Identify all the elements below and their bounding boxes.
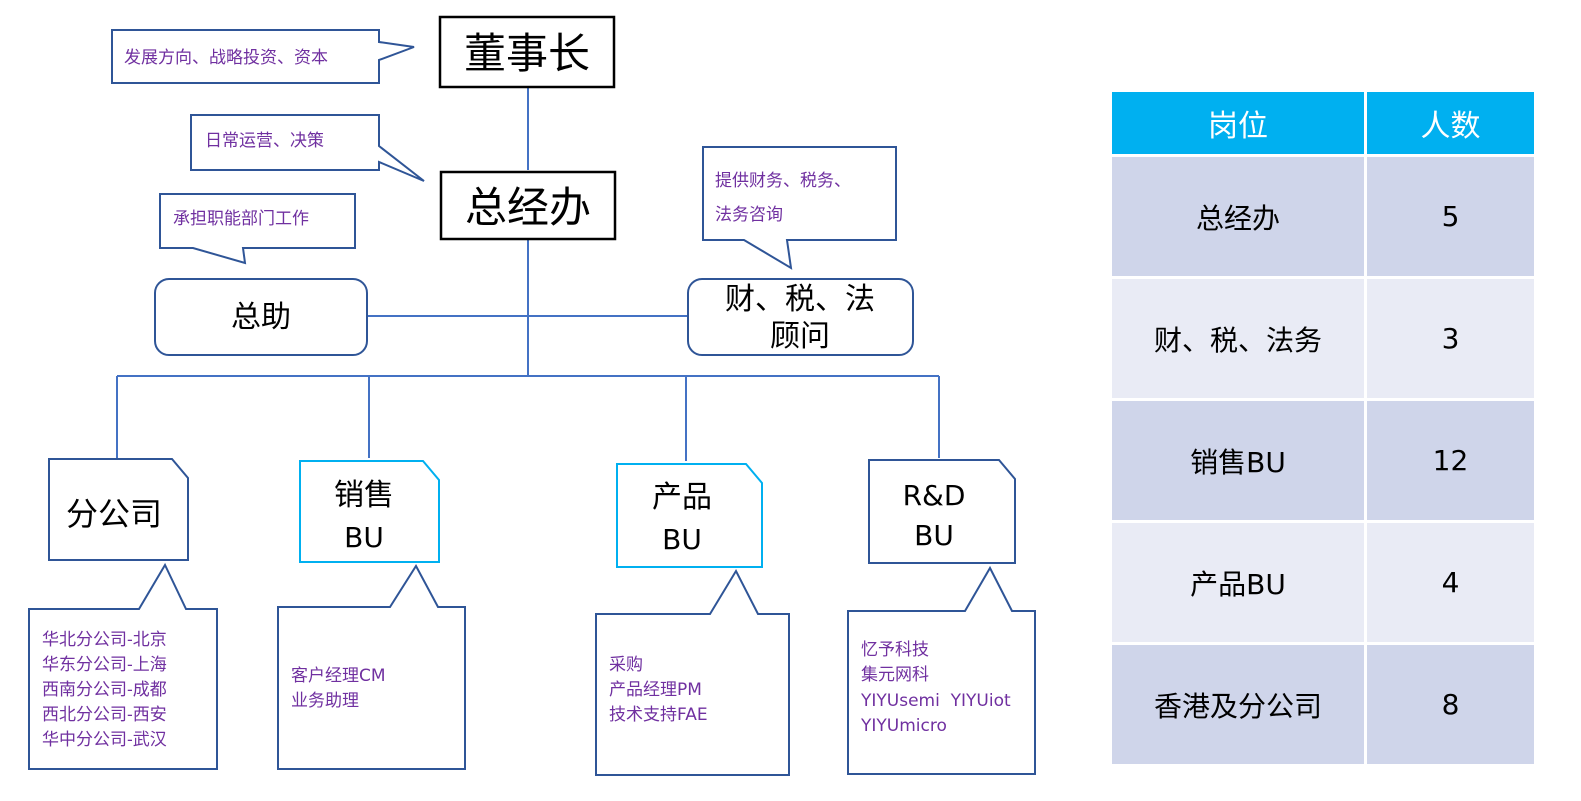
- dept-product-bu: 产品 BU: [616, 463, 763, 568]
- table-row: 总经办 5: [1112, 157, 1534, 276]
- product-item: 产品经理PM: [609, 680, 702, 700]
- branch-item: 华北分公司-北京: [42, 630, 167, 650]
- assistant-label: 总助: [231, 300, 291, 335]
- cell-count: 5: [1367, 157, 1534, 276]
- dept-rd-label-line1: R&D: [903, 479, 966, 512]
- advisors-note-line1: 提供财务、税务、: [715, 171, 851, 191]
- chairman-note-text: 发展方向、战略投资、资本: [124, 48, 328, 68]
- advisors-note: 提供财务、税务、 法务咨询: [702, 146, 897, 270]
- dept-branch: 分公司: [48, 458, 189, 561]
- dept-sales-label-line2: BU: [344, 521, 384, 554]
- cell-count: 8: [1367, 645, 1534, 764]
- advisors-note-line2: 法务咨询: [715, 205, 783, 225]
- cell-position: 财、税、法务: [1112, 279, 1364, 398]
- gm-office-note: 日常运营、决策: [190, 114, 425, 182]
- rd-item: YIYUmicro: [860, 716, 947, 736]
- rd-item: YIYUsemi YIYUiot: [860, 691, 1011, 711]
- chairman-note: 发展方向、战略投资、资本: [111, 29, 415, 84]
- header-position: 岗位: [1112, 92, 1364, 154]
- cell-count: 3: [1367, 279, 1534, 398]
- table-row: 产品BU 4: [1112, 523, 1534, 642]
- dept-branch-note: 华北分公司-北京 华东分公司-上海 西南分公司-成都 西北分公司-西安 华中分公…: [28, 562, 218, 770]
- headcount-table: 岗位 人数 总经办 5 财、税、法务 3 销售BU 12 产品BU 4 香港及分…: [1109, 89, 1537, 767]
- org-chart: 董事长 发展方向、战略投资、资本 总经办 日常运营、决策 承担职能部门工作 总助…: [28, 15, 1036, 776]
- table-row: 财、税、法务 3: [1112, 279, 1534, 398]
- cell-position: 总经办: [1112, 157, 1364, 276]
- cell-count: 12: [1367, 401, 1534, 520]
- table-header-row: 岗位 人数: [1112, 92, 1534, 154]
- connectors: [116, 88, 940, 461]
- dept-sales-label-line1: 销售: [334, 478, 394, 513]
- product-item: 采购: [609, 655, 643, 675]
- sales-item: 业务助理: [291, 691, 359, 711]
- dept-sales-bu: 销售 BU: [299, 460, 440, 563]
- dept-sales-note: 客户经理CM 业务助理: [277, 564, 466, 770]
- assistant-node: 总助: [154, 278, 368, 356]
- branch-item: 华东分公司-上海: [42, 655, 167, 675]
- dept-product-note: 采购 产品经理PM 技术支持FAE: [595, 568, 790, 776]
- product-item: 技术支持FAE: [609, 705, 708, 725]
- table-row: 销售BU 12: [1112, 401, 1534, 520]
- gm-office-node: 总经办: [439, 170, 617, 241]
- dept-product-label-line1: 产品: [652, 480, 712, 515]
- sales-item: 客户经理CM: [291, 666, 386, 686]
- dept-rd-label-line2: BU: [914, 519, 954, 552]
- header-count: 人数: [1367, 92, 1534, 154]
- rd-item: 忆予科技: [861, 640, 929, 660]
- assistant-note: 承担职能部门工作: [159, 193, 356, 265]
- advisors-node: 财、税、法 顾问: [687, 278, 914, 356]
- branch-item: 华中分公司-武汉: [42, 730, 167, 750]
- gm-office-note-text: 日常运营、决策: [205, 131, 324, 151]
- table-row: 香港及分公司 8: [1112, 645, 1534, 764]
- dept-product-label-line2: BU: [662, 523, 702, 556]
- chairman-node: 董事长: [438, 15, 616, 89]
- advisors-label-line2: 顾问: [770, 319, 830, 354]
- dept-branch-label: 分公司: [66, 495, 162, 533]
- assistant-note-text: 承担职能部门工作: [173, 209, 309, 229]
- gm-office-label: 总经办: [465, 183, 591, 232]
- dept-rd-bu: R&D BU: [868, 459, 1016, 564]
- advisors-label-line1: 财、税、法: [725, 282, 875, 317]
- dept-rd-note: 忆予科技 集元网科 YIYUsemi YIYUiot YIYUmicro: [847, 565, 1036, 775]
- branch-item: 西北分公司-西安: [42, 705, 167, 725]
- cell-position: 销售BU: [1112, 401, 1364, 520]
- cell-position: 产品BU: [1112, 523, 1364, 642]
- branch-item: 西南分公司-成都: [42, 680, 167, 700]
- rd-item: 集元网科: [861, 665, 929, 685]
- cell-position: 香港及分公司: [1112, 645, 1364, 764]
- chairman-label: 董事长: [464, 29, 590, 78]
- cell-count: 4: [1367, 523, 1534, 642]
